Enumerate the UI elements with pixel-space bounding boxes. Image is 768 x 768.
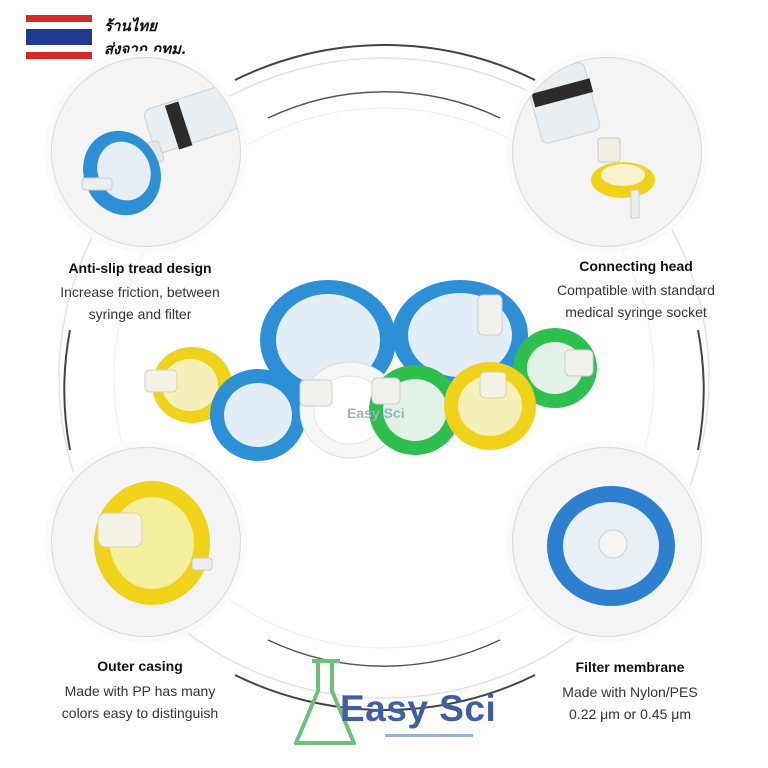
feature-outer-casing-title: Outer casing bbox=[97, 658, 183, 674]
brand-underline bbox=[385, 734, 473, 737]
feature-anti-slip-line1: Increase friction, between bbox=[60, 284, 220, 300]
feature-connecting-head-line1: Compatible with standard bbox=[557, 282, 715, 298]
feature-filter-membrane-title: Filter membrane bbox=[575, 659, 685, 675]
brand-logo-text: Easy Sci bbox=[340, 688, 497, 729]
anti-slip-detail-image bbox=[51, 57, 241, 247]
thai-flag-icon bbox=[26, 15, 92, 59]
connecting-head-detail-image bbox=[512, 57, 702, 247]
feature-anti-slip-line2: syringe and filter bbox=[88, 306, 192, 322]
outer-casing-detail-image bbox=[51, 447, 241, 637]
store-label-line2: ส่งจาก กทม. bbox=[104, 40, 187, 58]
feature-filter-membrane-line1: Made with Nylon/PES bbox=[562, 684, 698, 700]
store-label-line1: ร้านไทย bbox=[104, 17, 157, 35]
feature-connecting-head-line2: medical syringe socket bbox=[565, 304, 707, 320]
flask-logo-icon bbox=[294, 659, 356, 745]
feature-outer-casing-line2: colors easy to distinguish bbox=[61, 705, 219, 721]
feature-outer-casing-line1: Made with PP has many bbox=[64, 683, 216, 699]
feature-filter-membrane-line2: 0.22 μm or 0.45 μm bbox=[569, 706, 691, 722]
feature-connecting-head-title: Connecting head bbox=[579, 258, 693, 274]
filter-membrane-detail-image bbox=[512, 447, 702, 637]
syringe-filters-product-image bbox=[144, 280, 597, 461]
product-watermark: Easy Sci bbox=[347, 405, 405, 421]
feature-anti-slip-title: Anti-slip tread design bbox=[68, 260, 212, 276]
